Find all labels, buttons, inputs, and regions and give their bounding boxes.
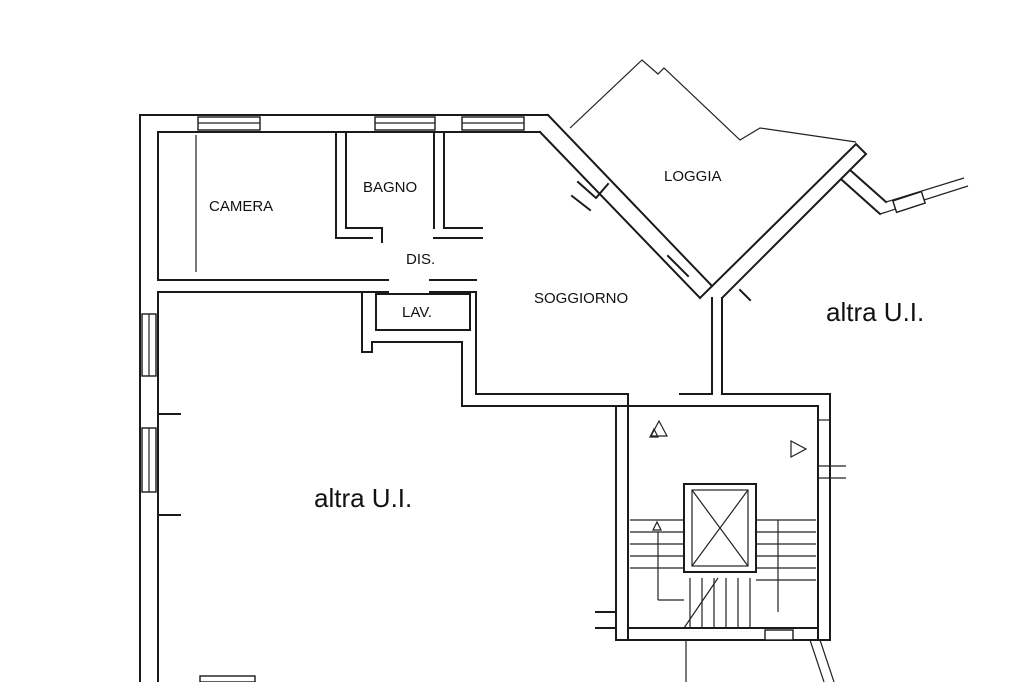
stair-core <box>630 419 846 682</box>
dis-label: DIS. <box>406 251 435 268</box>
up-arrow-large-icon <box>650 419 668 437</box>
camera-room <box>157 131 383 293</box>
exterior-walls <box>139 113 714 682</box>
loggia-label: LOGGIA <box>664 168 722 185</box>
bagno-label: BAGNO <box>363 179 417 196</box>
bagno-room <box>433 131 483 239</box>
soggiorno-walls <box>595 297 831 641</box>
lav-label: LAV. <box>402 304 432 321</box>
other-unit-right-label: altra U.I. <box>826 297 924 327</box>
camera-label: CAMERA <box>209 198 273 215</box>
soggiorno-label: SOGGIORNO <box>534 290 628 307</box>
right-arrow-icon <box>790 440 808 458</box>
north-windows <box>197 116 525 131</box>
stair-arrow-icon <box>652 520 662 531</box>
other-unit-left-label: altra U.I. <box>314 483 412 513</box>
loggia-outline <box>569 59 969 302</box>
west-windows <box>141 313 256 682</box>
lav-room <box>361 279 629 407</box>
